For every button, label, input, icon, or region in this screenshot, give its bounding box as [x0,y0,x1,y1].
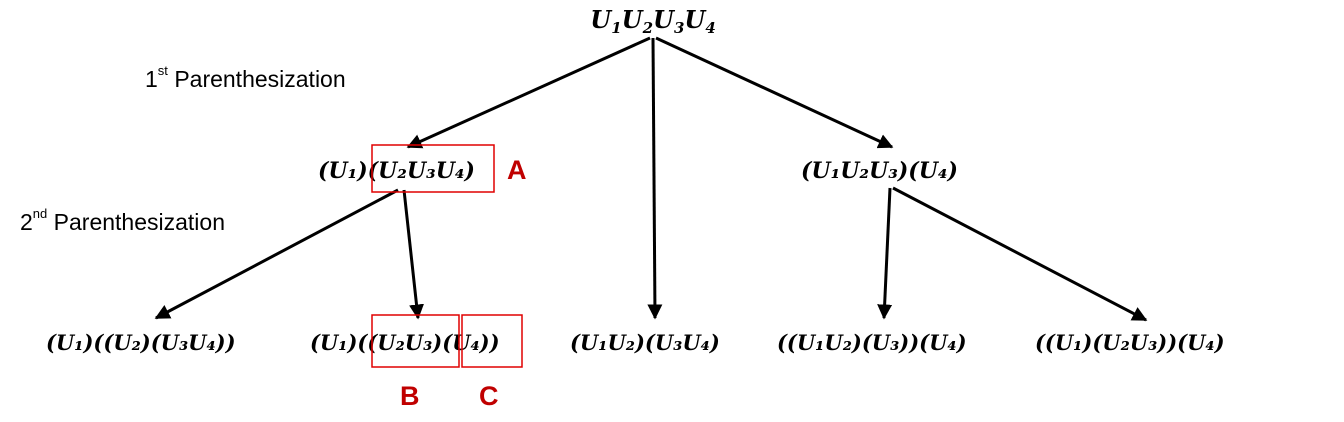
level2-node-4: ((U₁U₂)(U₃))(U₄) [777,330,967,355]
level1-node-left: (U₁)(U₂U₃U₄) [318,158,475,184]
level1-node-right: (U₁U₂U₃)(U₄) [801,158,958,184]
edge-root-to-middle [647,37,663,320]
edge-right-to-leaf5 [892,186,1148,322]
second-parenthesization-label: 2nd Parenthesization [20,206,225,235]
edge-left-to-leaf1 [154,188,399,320]
edge-root-to-left [406,36,651,149]
level2-node-5: ((U₁)(U₂U₃))(U₄) [1035,330,1225,355]
root-node: U1U2U3U4 [590,5,716,37]
level2-node-1: (U₁)((U₂)(U₃U₄)) [46,330,236,355]
highlight-box-c [461,314,523,368]
level2-node-2: (U₁)((U₂U₃)(U₄)) [310,330,500,355]
highlight-box-a [371,144,495,193]
annotation-a: A [507,155,527,185]
annotation-b: B [400,381,420,411]
annotation-c: C [479,381,499,411]
highlight-box-b [371,314,460,368]
level2-node-3: (U₁U₂)(U₃U₄) [570,330,720,355]
edge-left-to-leaf2 [402,189,424,320]
first-parenthesization-label: 1st Parenthesization [145,63,346,92]
edge-root-to-right [655,36,894,149]
edge-right-to-leaf4 [877,187,893,320]
